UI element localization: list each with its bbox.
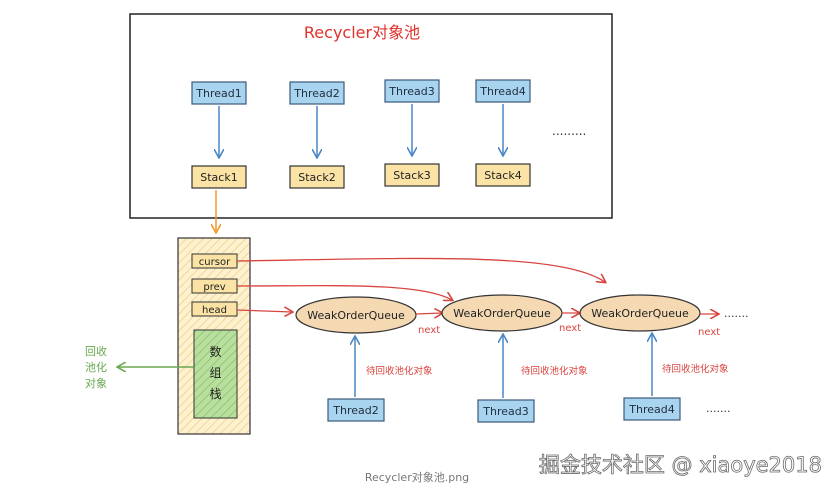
queues-ellipsis: ....... — [724, 307, 748, 320]
array-stack: 数 组 栈 — [193, 329, 238, 419]
image-caption: Recycler对象池.png — [365, 470, 469, 484]
stack-1-label: Stack1 — [200, 171, 237, 184]
queue-3-next-label: next — [698, 327, 720, 338]
weak-order-queue-2-label: WeakOrderQueue — [453, 307, 551, 320]
array-stack-char-1: 数 — [209, 344, 221, 359]
queue-3-pending-label: 待回收池化对象 — [662, 363, 729, 375]
pooled-objects-line-2: 池化 — [85, 360, 107, 374]
weak-order-queue-3-label: WeakOrderQueue — [591, 307, 689, 320]
stack-1: Stack1 — [191, 165, 247, 189]
threads-bottom-ellipsis: ....... — [706, 402, 730, 415]
queue-2-thread: Thread3 — [477, 399, 535, 423]
field-prev-label: prev — [203, 282, 225, 293]
queue-1-pending-label: 待回收池化对象 — [366, 365, 433, 377]
weak-order-queue-2: WeakOrderQueue — [441, 294, 563, 332]
thread-2-label: Thread2 — [293, 87, 339, 100]
queue-2-next-label: next — [559, 323, 581, 334]
pooled-objects-line-1: 回收 — [85, 344, 107, 358]
pool-title: Recycler对象池 — [304, 23, 420, 42]
stack-4-label: Stack4 — [484, 169, 521, 182]
thread-2: Thread2 — [289, 81, 345, 105]
stack-2-label: Stack2 — [298, 171, 335, 184]
queue-3-thread: Thread4 — [623, 397, 681, 421]
queue-3-thread-label: Thread4 — [628, 403, 674, 416]
field-cursor-label: cursor — [199, 257, 231, 268]
stack-2: Stack2 — [289, 165, 345, 189]
arrow-cursor-pointer — [236, 257, 605, 282]
thread-4: Thread4 — [475, 79, 531, 103]
queue-1-next-label: next — [418, 325, 440, 336]
arrow-head-pointer — [236, 310, 292, 312]
threads-ellipsis: ......... — [552, 124, 586, 138]
queue-2-thread-label: Thread3 — [482, 405, 528, 418]
array-stack-char-2: 组 — [209, 366, 221, 380]
stack-3: Stack3 — [384, 163, 440, 187]
field-head: head — [191, 301, 238, 317]
arrow-queue1-next — [415, 313, 442, 314]
field-cursor: cursor — [191, 253, 238, 269]
stack-4: Stack4 — [475, 163, 531, 187]
thread-3: Thread3 — [384, 79, 440, 103]
queue-2-pending-label: 待回收池化对象 — [521, 365, 588, 377]
weak-order-queue-1-label: WeakOrderQueue — [307, 309, 405, 322]
array-stack-char-3: 栈 — [209, 386, 221, 401]
queue-1-thread: Thread2 — [327, 398, 385, 422]
thread-1-label: Thread1 — [195, 87, 241, 100]
field-head-label: head — [202, 305, 227, 316]
thread-4-label: Thread4 — [479, 85, 525, 98]
arrow-prev-pointer — [236, 284, 452, 300]
pooled-objects-line-3: 对象 — [85, 376, 107, 390]
watermark: 掘金技术社区 @ xiaoye2018 — [539, 453, 822, 477]
thread-3-label: Thread3 — [388, 85, 434, 98]
queue-1-thread-label: Thread2 — [332, 404, 378, 417]
weak-order-queue-1: WeakOrderQueue — [295, 296, 417, 334]
thread-1: Thread1 — [191, 81, 247, 105]
stack-3-label: Stack3 — [393, 169, 430, 182]
field-prev: prev — [191, 278, 238, 294]
weak-order-queue-3: WeakOrderQueue — [579, 294, 701, 332]
